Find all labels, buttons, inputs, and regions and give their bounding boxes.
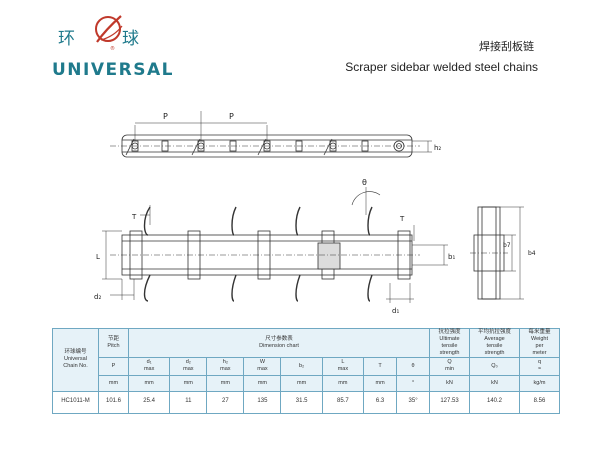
globe-mark-icon: ® xyxy=(95,15,123,52)
brand-logo: 环 ® 球 UNIVERSAL xyxy=(52,12,172,82)
dim-t-left: T xyxy=(131,213,137,221)
svg-text:®: ® xyxy=(110,45,115,52)
brand-name: UNIVERSAL xyxy=(52,60,174,80)
dim-b4: b4 xyxy=(528,250,536,257)
chain-drawing: P P h₂ θ T T L d₂ d₁ b₁ b4 b7 xyxy=(94,111,536,315)
cell-chain-no: HC1011-M xyxy=(52,390,99,414)
symbol-row: P d₁ max d₂ max h₂ max W max b₂ L max T … xyxy=(52,356,560,376)
dim-l: L xyxy=(96,253,100,261)
dim-b1: b₁ xyxy=(448,253,455,261)
brand-cn-left: 环 xyxy=(58,29,77,49)
dim-theta: θ xyxy=(362,178,367,187)
header-dimension: 尺寸参数表 Dimension chart xyxy=(128,328,430,358)
dim-t-right: T xyxy=(399,215,405,223)
header-avg-strength: 平均抗拉强度 Average tensile strength xyxy=(469,328,520,358)
header-chain-no: 环球编号 Universal Chain No. xyxy=(52,328,99,392)
dim-pitch-1: P xyxy=(163,112,168,121)
dim-d2: d₂ xyxy=(94,293,101,301)
brand-cn-right: 球 xyxy=(122,29,141,49)
spec-table: 环球编号 Universal Chain No. 节距 Pitch 尺寸参数表 … xyxy=(52,328,560,414)
header-strength: 抗拉强度 Ultimate tensile strength xyxy=(429,328,470,358)
dim-h2: h₂ xyxy=(434,144,441,152)
table-row: HC1011-M 101.6 25.4 11 27 135 31.5 85.7 … xyxy=(52,390,560,414)
units-row: mm mm mm mm mm mm mm mm ° kN kN kg/m xyxy=(52,374,560,392)
dim-d1: d₁ xyxy=(392,307,399,315)
dim-pitch-2: P xyxy=(229,112,234,121)
dim-b7: b7 xyxy=(503,242,511,249)
scraper-blades xyxy=(143,206,373,302)
page-title-en: Scraper sidebar welded steel chains xyxy=(345,60,538,74)
page-title-cn: 焊接刮板链 xyxy=(479,40,534,53)
header-pitch: 节距 Pitch xyxy=(98,328,129,358)
header-weight: 每米重量 Weight per meter xyxy=(519,328,560,358)
